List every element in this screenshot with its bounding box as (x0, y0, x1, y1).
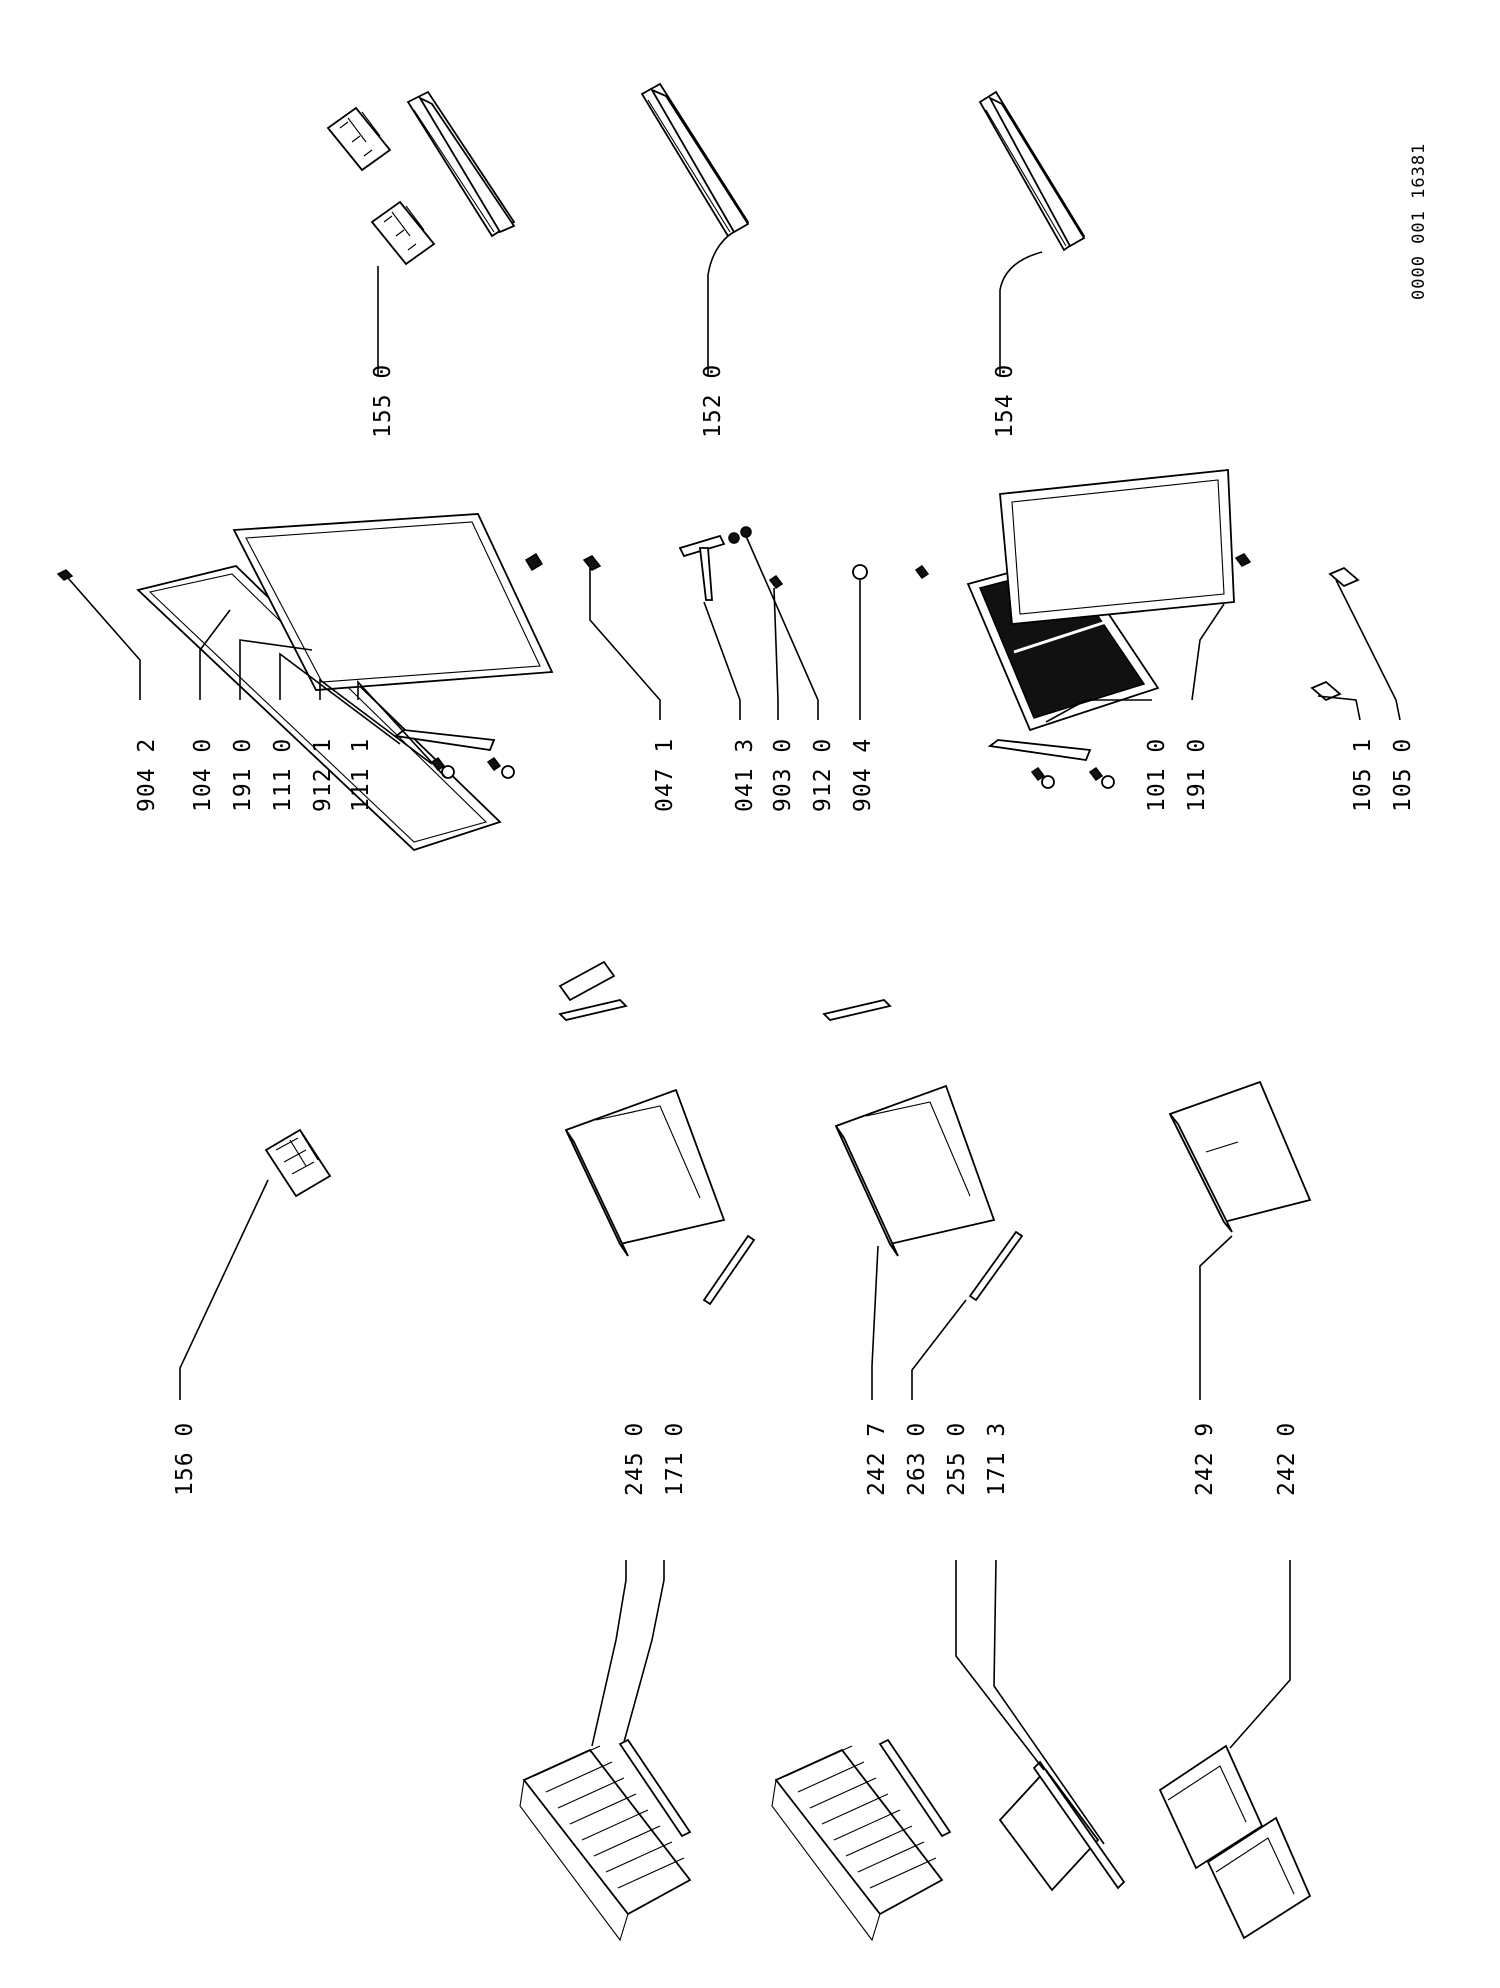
drawer-242-7 (834, 1084, 996, 1257)
label-155-0: 155 0 (370, 364, 396, 438)
pin-047-1 (582, 555, 602, 571)
label-104-0: 104 0 (190, 738, 216, 812)
label-242-7: 242 7 (864, 1422, 890, 1496)
document-code: 0000 001 16381 (1409, 143, 1429, 300)
label-154-0: 154 0 (992, 364, 1018, 438)
label-242-0: 242 0 (1274, 1422, 1300, 1496)
label-171-0: 171 0 (662, 1422, 688, 1496)
label-105-0: 105 0 (1390, 738, 1416, 812)
rail-263-left (822, 999, 892, 1021)
label-245-0: 245 0 (622, 1422, 648, 1496)
label-105-1: 105 1 (1350, 738, 1376, 812)
label-111-0: 111 0 (270, 738, 296, 812)
pin-903-0 (768, 574, 784, 590)
label-191-0-lower: 191 0 (1184, 738, 1210, 812)
label-912-0: 912 0 (810, 738, 836, 812)
door-shelf-152 (640, 82, 750, 238)
shelf-trim-171-3 (1032, 1760, 1126, 1890)
wire-shelf-245-0 (519, 1745, 692, 1942)
drawer-242-9 (1168, 1080, 1312, 1233)
shelf-trim-171-0 (618, 1738, 692, 1838)
gasket-191-lower (999, 469, 1235, 625)
door-shelf-154 (978, 90, 1086, 252)
screw-904-4 (914, 564, 930, 580)
egg-tray-156 (264, 1128, 332, 1198)
gasket-191-upper (232, 513, 554, 691)
rail-upper-right (702, 1234, 756, 1306)
label-904-2: 904 2 (134, 738, 160, 812)
label-263-0: 263 0 (904, 1422, 930, 1496)
wire-shelf-lower (771, 1745, 944, 1942)
label-912-1: 912 1 (310, 738, 336, 812)
label-152-0: 152 0 (700, 364, 726, 438)
foot-105 (1310, 566, 1360, 702)
hinge-041-3 (678, 526, 752, 601)
label-041-3: 041 3 (732, 738, 758, 812)
screw-lower-door (1234, 553, 1252, 567)
label-255-0: 255 0 (944, 1422, 970, 1496)
label-111-1: 111 1 (348, 738, 374, 812)
door-shelf-155 (406, 90, 516, 238)
label-101-0: 101 0 (1144, 738, 1170, 812)
label-156-0: 156 0 (172, 1422, 198, 1496)
egg-tray-pair (326, 106, 436, 266)
plug-904-2 (56, 569, 74, 581)
label-191-0-upper: 191 0 (230, 738, 256, 812)
label-903-0: 903 0 (770, 738, 796, 812)
screws-912-1 (430, 756, 515, 779)
hinge-bracket-111-0 (393, 729, 496, 751)
label-242-9: 242 9 (1192, 1422, 1218, 1496)
label-047-1: 047 1 (652, 738, 678, 812)
hinge-bracket-lower (987, 739, 1115, 789)
shelf-trim-lower (878, 1738, 952, 1838)
cap-904-4 (852, 564, 868, 580)
door-104 (136, 565, 502, 852)
rail-263-0 (968, 1230, 1024, 1302)
label-171-3: 171 3 (984, 1422, 1010, 1496)
rail-upper-left (558, 999, 628, 1021)
glass-shelf-255-0 (998, 1768, 1100, 1892)
storage-box-242-0 (1158, 1744, 1312, 1940)
screw-upper-door (524, 552, 544, 572)
drawer-upper (558, 960, 726, 1257)
label-904-4: 904 4 (850, 738, 876, 812)
